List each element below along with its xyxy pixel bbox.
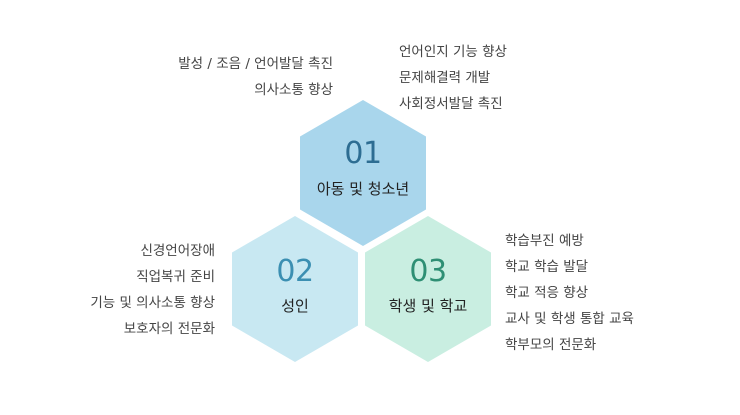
- student-desc: 학습부진 예방 학교 학습 발달 학교 적응 향상 교사 및 학생 통합 교육 …: [505, 228, 634, 358]
- hex-label-child: 아동 및 청소년: [316, 180, 410, 198]
- hex-number-02: 02: [276, 254, 314, 289]
- hex-number-01: 01: [344, 136, 382, 171]
- desc-line: 직업복귀 준비: [136, 269, 215, 285]
- desc-line: 학교 적응 향상: [505, 285, 589, 301]
- hex-label-adult: 성인: [281, 297, 309, 315]
- desc-line: 신경언어장애: [140, 243, 215, 259]
- child-desc-right: 언어인지 기능 향상 문제해결력 개발 사회정서발달 촉진: [399, 39, 507, 117]
- hexagon-student: [365, 216, 491, 362]
- hexagon-adult: [232, 216, 358, 362]
- desc-line: 교사 및 학생 통합 교육: [505, 311, 634, 327]
- desc-line: 사회정서발달 촉진: [399, 96, 503, 112]
- desc-line: 기능 및 의사소통 향상: [90, 295, 215, 311]
- desc-line: 학습부진 예방: [505, 233, 584, 249]
- desc-line: 보호자의 전문화: [123, 321, 215, 337]
- child-desc-left: 발성 / 조음 / 언어발달 촉진 의사소통 향상: [178, 51, 333, 103]
- hexagon-child: [300, 100, 426, 246]
- desc-line: 문제해결력 개발: [399, 70, 491, 86]
- adult-desc: 신경언어장애 직업복귀 준비 기능 및 의사소통 향상 보호자의 전문화: [90, 238, 215, 342]
- desc-line: 학교 학습 발달: [505, 259, 589, 275]
- desc-line: 언어인지 기능 향상: [399, 44, 507, 60]
- desc-line: 의사소통 향상: [254, 82, 333, 98]
- hex-number-03: 03: [409, 254, 447, 289]
- hex-label-student: 학생 및 학교: [388, 297, 468, 315]
- desc-line: 학부모의 전문화: [505, 337, 597, 353]
- desc-line: 발성 / 조음 / 언어발달 촉진: [178, 56, 333, 72]
